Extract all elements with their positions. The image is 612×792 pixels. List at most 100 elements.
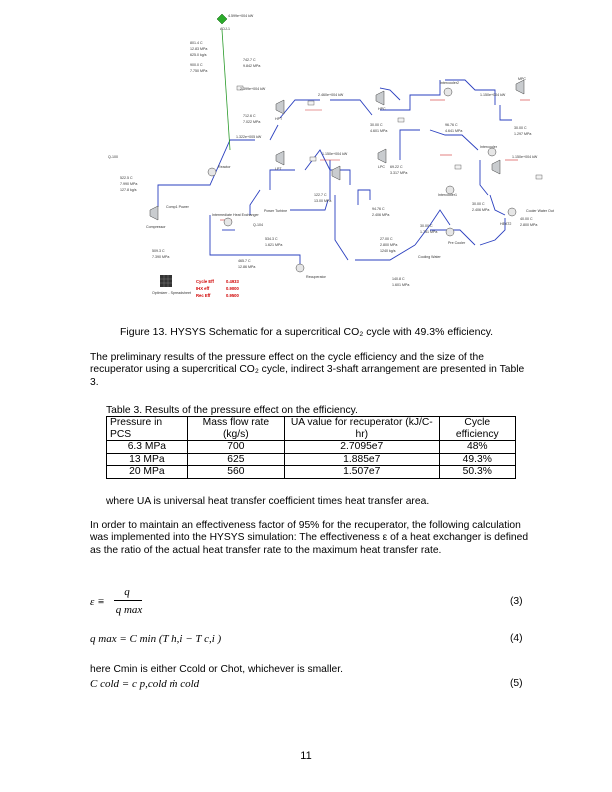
- rec-eff-label: Rec Eff: [196, 293, 211, 298]
- unit-label: Optimizer - Spreadsheet: [152, 291, 191, 295]
- unit-label: LPC: [378, 165, 385, 169]
- eq5-text: here Cmin is either Ccold or Chot, which…: [90, 664, 343, 675]
- spreadsheet-icon: [160, 275, 172, 287]
- stream-label: 1.150e+004 kW: [480, 93, 506, 97]
- table-header-cell: UA value for recuperator (kJ/C-hr): [284, 416, 440, 441]
- lpt-icon: [275, 150, 285, 166]
- stream-label: 465.7 C: [238, 259, 251, 263]
- paragraph-results: The preliminary results of the pressure …: [90, 352, 525, 388]
- unit-label: Intercooler2: [440, 81, 459, 85]
- unit-label: Intermediate Heat Exchanger: [212, 213, 260, 217]
- ihx-eff-label: IHX eff: [196, 286, 210, 291]
- unit-label: HPC: [378, 107, 386, 111]
- unit-label: Comp1 Power: [166, 205, 190, 209]
- stream-label: 509.3 C: [152, 249, 165, 253]
- table-row: 20 MPa 560 1.507e7 50.3%: [106, 465, 517, 479]
- table-header-cell: Mass flow rate (kg/s): [186, 416, 286, 441]
- adj-icon: [216, 13, 228, 25]
- table-cell: 20 MPa: [106, 465, 188, 479]
- results-table: Pressure in PCS Mass flow rate (kg/s) UA…: [106, 416, 517, 479]
- mpc-icon: [515, 79, 525, 95]
- table-cell: 48%: [438, 440, 517, 454]
- unit-label: LPT: [275, 167, 282, 171]
- eq5: C cold = c p,cold ṁ cold: [90, 678, 200, 690]
- stream-label: 4.641 MPa: [445, 129, 462, 133]
- table-cell: 700: [186, 440, 286, 454]
- adj-label: ADJ-1: [220, 27, 230, 31]
- eq5-number: (5): [510, 678, 523, 689]
- cycle-eff-label: Cycle Eff: [196, 279, 215, 284]
- table-row: 6.3 MPa 700 2.7095e7 48%: [106, 440, 517, 454]
- stream-label: 1.297 MPa: [514, 132, 531, 136]
- stream-label: 30.00 C: [472, 202, 485, 206]
- stream-label: 12.83 MPa: [190, 47, 207, 51]
- unit-label: HPT: [275, 117, 283, 121]
- stream-lines: [157, 79, 512, 268]
- table-header-cell: Cycle efficiency: [438, 416, 517, 441]
- turbomachines: [149, 79, 525, 221]
- intercooler-icon: [487, 147, 497, 157]
- power-turbine-icon: [331, 165, 341, 181]
- eq4: q max = C min (T h,i − T c,i ): [90, 633, 222, 645]
- stream-label: 1.751 MPa: [420, 230, 437, 234]
- stream-label: 742.7 C: [243, 58, 256, 62]
- stream-label: 7.990 MPa: [120, 182, 137, 186]
- stream-label: 1.150e+004 kW: [322, 152, 348, 156]
- table-cell: 625: [186, 452, 286, 466]
- adj-link: [221, 29, 231, 151]
- unit-label: Intercooler1: [438, 193, 457, 197]
- stream-label: 801.4 C: [190, 41, 203, 45]
- energy-boxes: [236, 85, 543, 180]
- stream-label: 30.00 C: [420, 224, 433, 228]
- unit-label: Q-100: [108, 155, 118, 159]
- intercooler1-icon: [445, 185, 455, 195]
- cycle-eff-value: 0.4933: [226, 279, 239, 284]
- spreadsheet-grid: [160, 275, 172, 287]
- energy-lines: [220, 99, 530, 221]
- unit-label: Compressor: [146, 225, 166, 229]
- intercooler2-icon: [443, 87, 453, 97]
- stream-label: 7.022 MPa: [243, 120, 260, 124]
- heat-exchangers: [207, 87, 517, 273]
- hysys-schematic-svg: ADJ-1 4.599e+004 kW 801.4 C: [108, 13, 554, 298]
- stream-label: 9.842 MPa: [243, 64, 260, 68]
- stream-label: 2.406 MPa: [372, 213, 389, 217]
- table-cell: 1.885e7: [284, 452, 440, 466]
- table-cell: 50.3%: [438, 465, 517, 479]
- unit-label: Cooling Water: [418, 255, 441, 259]
- stream-label: 2.406 MPa: [472, 208, 489, 212]
- figure-caption: Figure 13. HYSYS Schematic for a supercr…: [120, 326, 494, 338]
- eq3-lhs: ε ≡: [90, 596, 105, 608]
- table-header-row: Pressure in PCS Mass flow rate (kg/s) UA…: [106, 416, 517, 441]
- stream-label: 625.0 kg/s: [190, 53, 207, 57]
- stream-label: 27.00 C: [380, 237, 393, 241]
- eq3-numerator: q: [124, 586, 130, 598]
- stream-label: 7.390 MPa: [152, 255, 169, 259]
- stream-label: 69.22 C: [390, 165, 403, 169]
- table-cell: 2.7095e7: [284, 440, 440, 454]
- eq3-number: (3): [510, 596, 523, 607]
- stream-label: 12.86 MPa: [238, 265, 255, 269]
- table-cell: 560: [186, 465, 286, 479]
- unit-label: Pre Cooler: [448, 241, 466, 245]
- stream-label: 140.8 C: [392, 277, 405, 281]
- hpt-icon: [275, 99, 285, 115]
- unit-label: Reactor: [218, 165, 231, 169]
- stream-label: 1240 kg/s: [380, 249, 396, 253]
- table-cell: 1.507e7: [284, 465, 440, 479]
- table-row: 13 MPa 625 1.885e7 49.3%: [106, 452, 517, 466]
- rec-eff-value: 0.9500: [226, 293, 239, 298]
- unit-label: MPC: [518, 77, 526, 81]
- ihx-eff-value: 0.9000: [226, 286, 239, 291]
- stream-label: 30.00 C: [514, 126, 527, 130]
- stream-label: 94.76 C: [372, 207, 385, 211]
- table-caption: Table 3. Results of the pressure effect …: [106, 405, 358, 416]
- stream-label: 2.460e+004 kW: [318, 93, 344, 97]
- hysys-schematic: ADJ-1 4.599e+004 kW 801.4 C: [100, 0, 560, 320]
- stream-label: 522.5 C: [120, 176, 133, 180]
- compressor-icon: [149, 205, 159, 221]
- eq3-denominator: q max: [115, 604, 143, 616]
- stream-label: 1.621 MPa: [265, 243, 282, 247]
- unit-label: Power Turbine: [264, 209, 287, 213]
- eq4-number: (4): [510, 633, 523, 644]
